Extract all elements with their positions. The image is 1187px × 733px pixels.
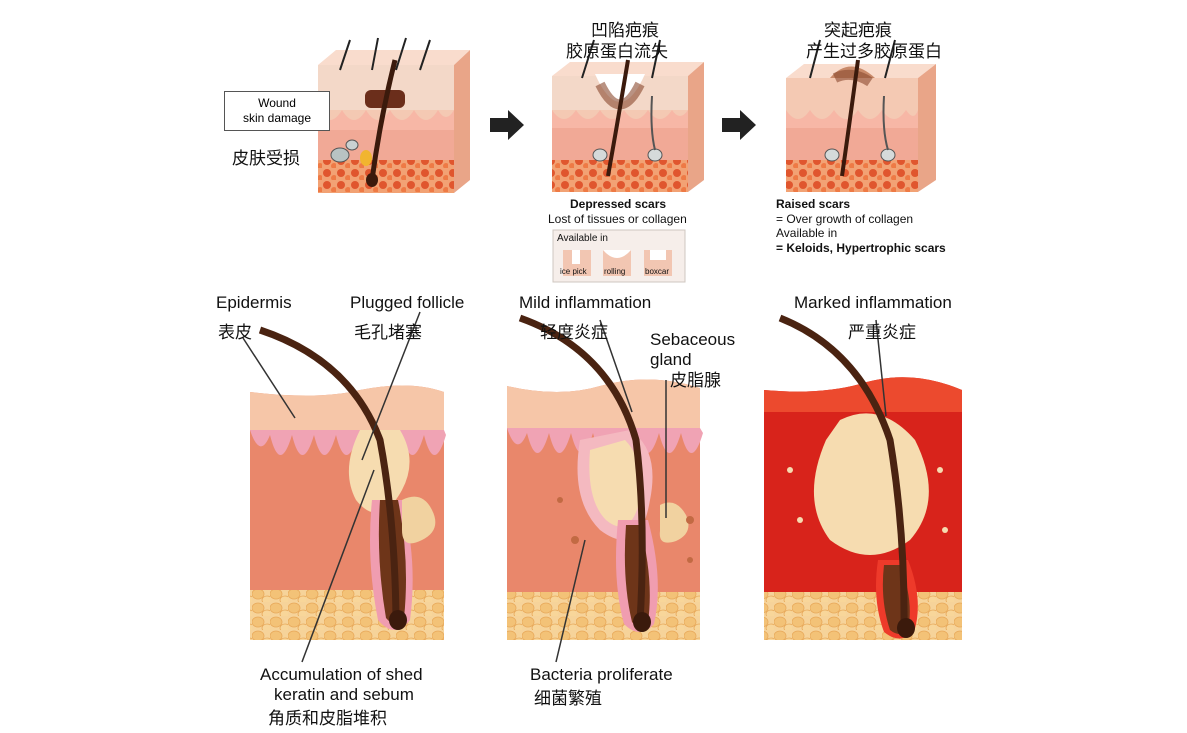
depressed-desc: Lost of tissues or collagen — [548, 212, 687, 226]
mild-inflammation-cn-label: 轻度炎症 — [540, 323, 608, 343]
mild-inflammation-label: Mild inflammation — [519, 293, 652, 312]
type-ice-pick: ice pick — [560, 267, 587, 276]
wound-label-box: Wound skin damage — [224, 91, 330, 131]
raised-title: Raised scars — [776, 197, 851, 211]
raised-available: Available in — [776, 226, 838, 240]
raised-types: = Keloids, Hypertrophic scars — [776, 241, 946, 255]
bacteria-cn-label: 细菌繁殖 — [534, 689, 602, 709]
plugged-follicle-block — [250, 326, 446, 640]
epidermis-cn-label: 表皮 — [218, 323, 252, 343]
accumulation-leader — [301, 469, 375, 663]
marked-inflammation-block — [764, 314, 962, 640]
plugged-follicle-label: Plugged follicle — [350, 293, 465, 312]
arrow-right-icon — [722, 110, 756, 140]
raised-cn-title: 突起疤痕 — [824, 21, 892, 41]
depressed-title: Depressed scars — [570, 197, 667, 211]
epidermis-leader — [242, 337, 296, 419]
raised-cn-sub: 产生过多胶原蛋白 — [806, 42, 942, 62]
sebaceous-label-2: gland — [650, 350, 692, 369]
depressed-scar-block — [552, 39, 704, 192]
wound-line2: skin damage — [242, 111, 312, 125]
bacteria-label: Bacteria proliferate — [530, 665, 673, 684]
sebaceous-cn-label: 皮脂腺 — [670, 371, 721, 391]
marked-inflammation-label: Marked inflammation — [794, 294, 952, 312]
wound-line1: Wound — [258, 96, 296, 110]
epidermis-label: Epidermis — [216, 293, 292, 312]
type-rolling: rolling — [604, 267, 626, 276]
plugged-follicle-cn-label: 毛孔堵塞 — [354, 323, 422, 343]
accumulation-label-1: Accumulation of shed — [260, 665, 423, 684]
raised-scar-block — [786, 39, 936, 192]
wound-cn-label: 皮肤受损 — [232, 149, 300, 169]
type-boxcar: boxcar — [645, 267, 670, 276]
accumulation-cn-label: 角质和皮脂堆积 — [268, 709, 387, 729]
depressed-cn-sub: 胶原蛋白流失 — [566, 42, 668, 62]
sebaceous-label-1: Sebaceous — [650, 330, 736, 349]
raised-desc: = Over growth of collagen — [776, 212, 914, 226]
depressed-available: Available in — [557, 233, 608, 244]
bacteria-leader — [555, 539, 586, 663]
depressed-cn-title: 凹陷疤痕 — [591, 21, 659, 41]
accumulation-label-2: keratin and sebum — [274, 685, 414, 704]
wound-skin-block — [318, 37, 470, 193]
top-illustrations — [318, 37, 936, 283]
marked-inflammation-cn-label: 严重炎症 — [848, 323, 916, 343]
arrow-right-icon — [490, 110, 524, 140]
depressed-types-box — [552, 229, 686, 283]
